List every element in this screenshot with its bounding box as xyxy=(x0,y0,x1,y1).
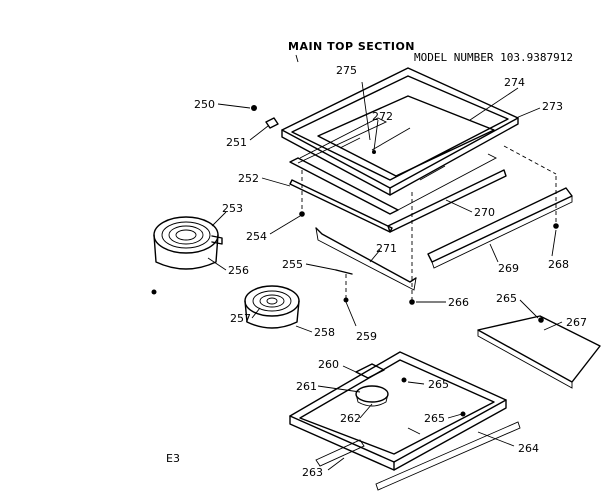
callout-263: 263 xyxy=(302,466,323,479)
callout-267: 267 xyxy=(566,316,587,329)
callout-268: 268 xyxy=(548,258,569,271)
callout-266: 266 xyxy=(448,296,469,309)
glass-top xyxy=(317,95,495,181)
trim-strip-270 xyxy=(387,169,507,233)
callout-271: 271 xyxy=(376,242,397,255)
corner-code: E3 xyxy=(166,452,180,465)
screw-268 xyxy=(553,223,559,229)
screw-265b xyxy=(401,377,407,383)
callout-275: 275 xyxy=(336,64,357,77)
side-rail-269 xyxy=(427,187,573,263)
callout-253: 253 xyxy=(222,202,243,215)
callout-273: 273 xyxy=(542,100,563,113)
part-261 xyxy=(355,385,389,403)
callout-261: 261 xyxy=(296,380,317,393)
model-number: MODEL NUMBER 103.9387912 xyxy=(414,51,573,64)
callout-258: 258 xyxy=(314,326,335,339)
callout-257: 257 xyxy=(230,312,251,325)
side-rail-269-lip xyxy=(431,196,573,269)
glass-mark-272 xyxy=(372,150,376,154)
screw-266 xyxy=(409,299,415,305)
callout-256: 256 xyxy=(228,264,249,277)
align-line-right xyxy=(503,145,557,175)
part-260 xyxy=(355,363,385,379)
cooktop-frame xyxy=(281,67,519,196)
trim-strip-left xyxy=(289,179,393,233)
callout-260: 260 xyxy=(318,358,339,371)
callout-251: 251 xyxy=(226,136,247,149)
burner-element-large xyxy=(153,216,223,270)
screw-254 xyxy=(299,211,305,217)
title-tick xyxy=(295,54,299,63)
screw-259 xyxy=(343,297,349,303)
callout-250: 250 xyxy=(194,98,215,111)
bracket-271 xyxy=(315,227,417,283)
callout-269: 269 xyxy=(498,262,519,275)
screw-265c xyxy=(460,411,466,417)
callout-252: 252 xyxy=(238,172,259,185)
loose-mark xyxy=(151,289,157,295)
callout-270: 270 xyxy=(474,206,495,219)
clip-251 xyxy=(265,117,279,129)
callout-272: 272 xyxy=(372,110,393,123)
burner-element-small xyxy=(244,285,300,329)
callout-265-bottom: 265 xyxy=(424,412,445,425)
lower-pan xyxy=(289,351,521,491)
callout-255: 255 xyxy=(282,258,303,271)
callout-264: 264 xyxy=(518,442,539,455)
leader-lines xyxy=(207,81,563,471)
callout-265-top: 265 xyxy=(496,292,517,305)
cover-plate-267-edge xyxy=(477,330,573,389)
bracket-271-lower xyxy=(315,227,417,291)
callout-259: 259 xyxy=(356,330,377,343)
callout-254: 254 xyxy=(246,230,267,243)
callout-274: 274 xyxy=(504,76,525,89)
callout-265-middle: 265 xyxy=(428,378,449,391)
gasket xyxy=(289,117,497,215)
screw-250 xyxy=(251,105,257,111)
pin-255 xyxy=(335,269,353,275)
screw-265a xyxy=(538,317,544,323)
cover-plate-267 xyxy=(477,315,601,383)
callout-262: 262 xyxy=(340,412,361,425)
part-261-base xyxy=(355,393,389,407)
section-title: MAIN TOP SECTION xyxy=(288,40,415,53)
